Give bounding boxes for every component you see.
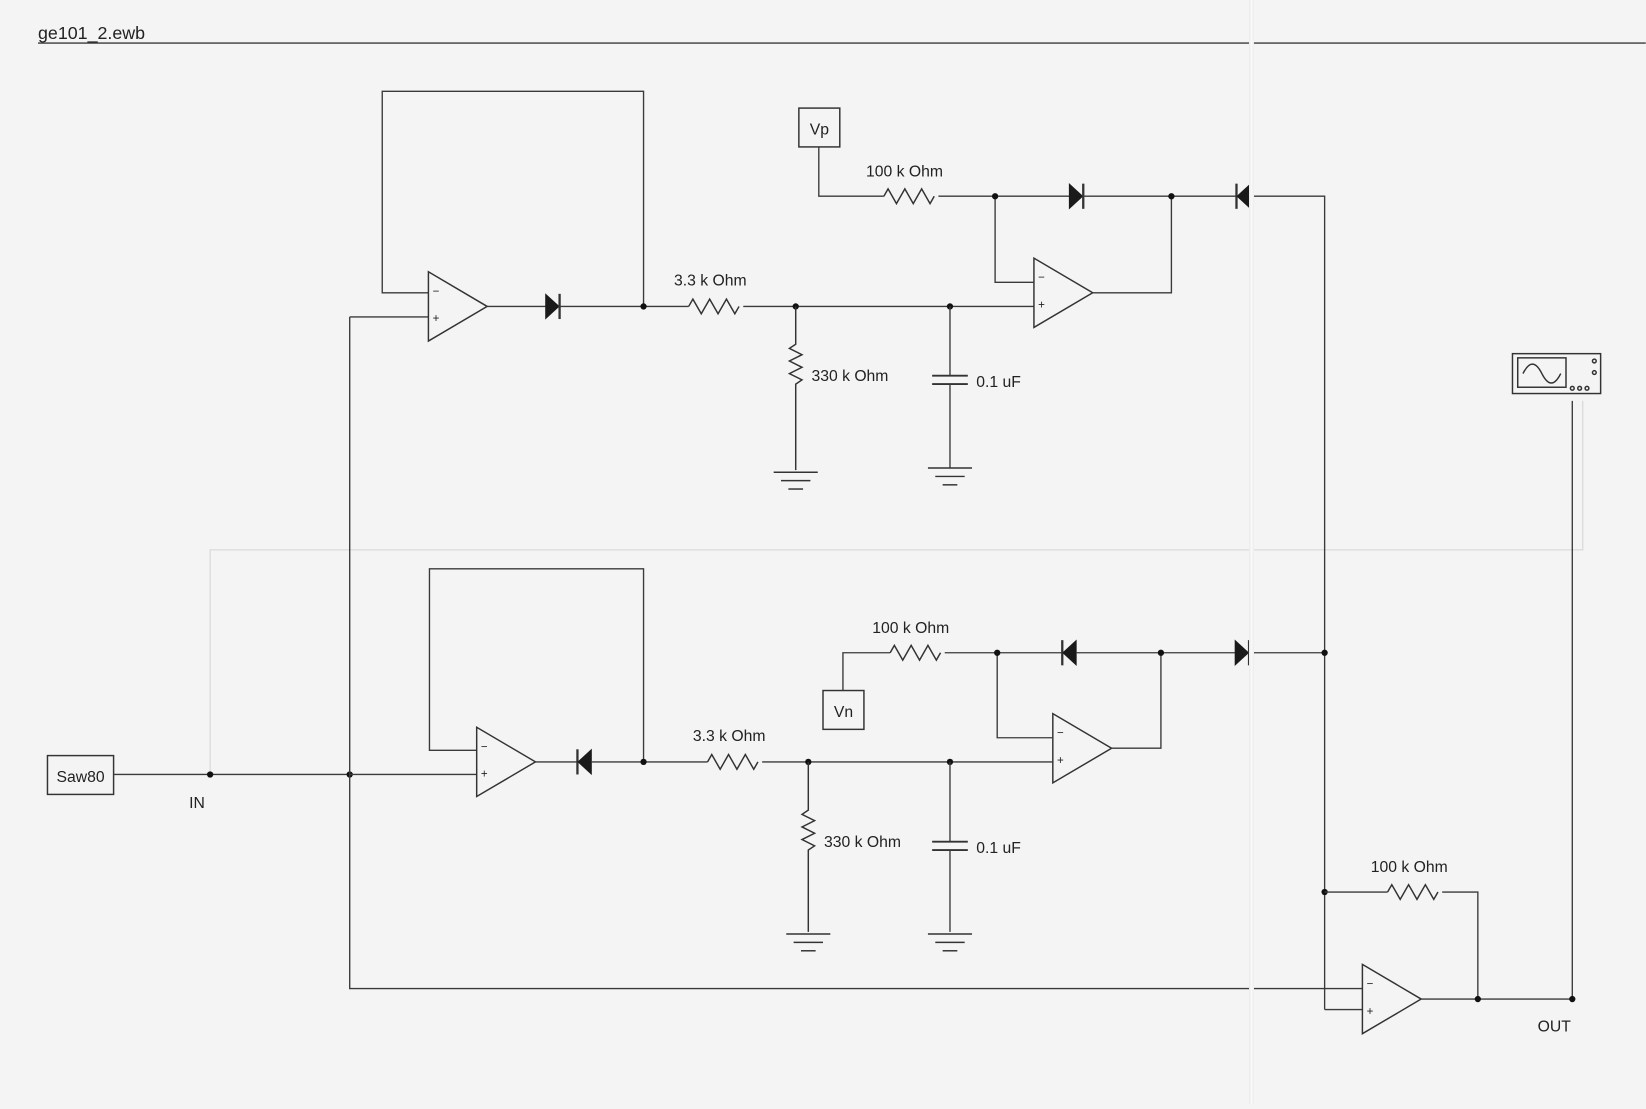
upper-peak-opamp[interactable] (1033, 257, 1094, 329)
upper-ground-2 (927, 467, 973, 486)
upper-rectifier-diode[interactable] (545, 293, 561, 320)
svg-text:3.3 k Ohm: 3.3 k Ohm (674, 272, 747, 289)
lower-feedback-resistor[interactable] (889, 643, 942, 662)
lower-follower-feedback (428, 568, 645, 762)
lower-rectifier-diode[interactable] (576, 748, 592, 776)
lower-clamp-diode[interactable] (1061, 639, 1077, 666)
svg-text:330 k Ohm: 330 k Ohm (811, 368, 888, 385)
upper-feedback-resistor[interactable] (883, 187, 935, 206)
svg-text:100 k Ohm: 100 k Ohm (872, 620, 949, 637)
paper-fold (1249, 0, 1254, 1104)
svg-text:Vn: Vn (834, 704, 853, 721)
upper-capacitor[interactable] (932, 306, 968, 469)
out-node-label: OUT (1538, 1019, 1572, 1036)
upper-series-resistor[interactable] (688, 297, 740, 316)
output-summing-opamp[interactable] (1361, 963, 1422, 1035)
lower-shunt-resistor[interactable] (800, 761, 817, 932)
vn-source[interactable]: Vn (822, 689, 865, 731)
lower-ground-1 (786, 933, 831, 952)
upper-ground-1 (773, 471, 818, 490)
saw80-source[interactable]: Saw80 (46, 754, 115, 796)
file-title: ge101_2.ewb (38, 23, 145, 44)
svg-text:0.1 uF: 0.1 uF (976, 374, 1021, 391)
faint-probe-trace (209, 400, 1584, 775)
svg-text:Saw80: Saw80 (56, 769, 104, 786)
svg-text:100 k Ohm: 100 k Ohm (1371, 859, 1448, 876)
input-bus (349, 316, 1325, 990)
svg-text:3.3 k Ohm: 3.3 k Ohm (693, 728, 766, 745)
upper-shunt-resistor[interactable] (787, 306, 804, 471)
oscilloscope-icon[interactable] (1511, 352, 1602, 395)
lower-series-resistor[interactable] (706, 753, 759, 771)
lower-capacitor[interactable] (932, 761, 968, 932)
svg-text:330 k Ohm: 330 k Ohm (824, 834, 901, 851)
upper-clamp-diode[interactable] (1068, 183, 1085, 210)
svg-text:0.1 uF: 0.1 uF (976, 840, 1021, 857)
lower-input-opamp[interactable] (475, 726, 537, 798)
vp-source[interactable]: Vp (798, 107, 841, 148)
svg-text:Vp: Vp (810, 121, 829, 138)
upper-input-opamp[interactable] (427, 271, 488, 342)
lower-output-diode[interactable] (1234, 639, 1251, 666)
summing-bus (1250, 195, 1326, 1010)
output-feedback-resistor[interactable] (1386, 883, 1439, 901)
lower-ground-2 (927, 933, 973, 952)
svg-text:100 k Ohm: 100 k Ohm (866, 163, 943, 180)
lower-peak-opamp[interactable] (1052, 712, 1113, 784)
in-node-label: IN (189, 795, 205, 812)
upper-follower-feedback (381, 90, 645, 307)
